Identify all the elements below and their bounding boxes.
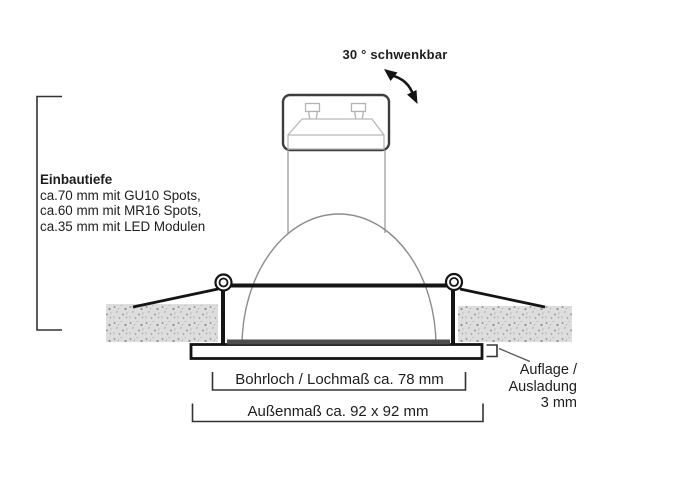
flange-label-block: Auflage / Ausladung 3 mm	[480, 362, 577, 412]
connector-pin-right	[350, 102, 367, 121]
install-depth-block: Einbautiefe ca.70 mm mit GU10 Spots, ca.…	[40, 172, 205, 234]
spring-pivot-right	[444, 272, 464, 292]
hole-dimension-bracket	[211, 372, 467, 391]
ceiling-section-right	[458, 306, 572, 342]
install-depth-title: Einbautiefe	[40, 172, 113, 187]
flange-label-line1: Auflage /	[519, 362, 577, 378]
swivel-arrow-icon	[384, 69, 418, 104]
reflector-dome-outline	[241, 213, 437, 347]
flange-label-line3: 3 mm	[540, 395, 577, 411]
install-depth-led: ca.35 mm mit LED Modulen	[40, 218, 206, 234]
flange-label-line2: Ausladung	[508, 378, 577, 395]
install-depth-gu10: ca.70 mm mit GU10 Spots,	[40, 187, 201, 203]
outer-dimension-label: Außenmaß ca. 92 x 92 mm	[247, 403, 429, 420]
bezel-trim-ring	[189, 343, 484, 360]
install-depth-mr16: ca.60 mm mit MR16 Spots,	[40, 203, 202, 219]
flange-lip-marker	[486, 344, 498, 358]
swivel-angle-label: 30 ° schwenkbar	[342, 47, 448, 62]
flange-leader-line	[498, 347, 531, 363]
spring-pivot-left	[214, 273, 233, 292]
hole-dimension-label: Bohrloch / Lochmaß ca. 78 mm	[235, 371, 444, 388]
socket-base-trapezoid	[287, 118, 385, 150]
spring-clamp-arm-left	[132, 287, 219, 309]
depth-bracket	[36, 95, 62, 331]
ceiling-section-left	[106, 304, 218, 342]
spring-clamp-arm-right	[459, 287, 546, 309]
outer-dimension-bracket	[191, 403, 484, 423]
